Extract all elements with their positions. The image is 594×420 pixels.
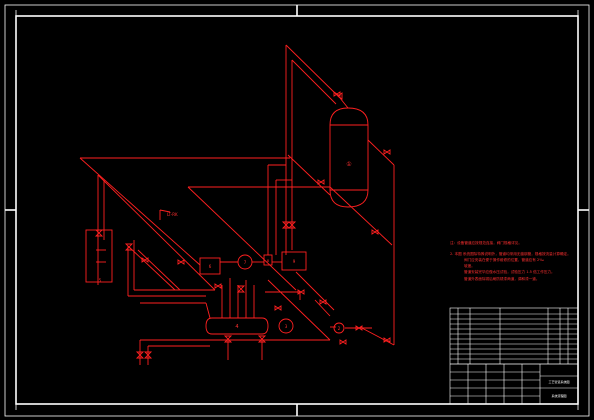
valve — [257, 335, 267, 343]
valve — [94, 229, 104, 237]
equipment-5: 5 — [85, 229, 113, 283]
valve — [333, 91, 341, 97]
valve — [297, 289, 305, 295]
valve — [383, 149, 391, 155]
equipment-9-label: 9 — [293, 259, 296, 264]
valve — [287, 221, 297, 229]
pump-7-label: 7 — [244, 260, 247, 265]
valve — [214, 283, 222, 289]
drawing-frame — [4, 4, 590, 417]
equipment-9: 9 — [281, 251, 307, 271]
pump-2-label: 2 — [338, 326, 341, 331]
tank-1-label: ① — [346, 161, 351, 168]
title-block: 工艺管道系统图 系统流程图 — [449, 307, 579, 405]
storage-tank-1: ① — [329, 107, 369, 208]
valve — [319, 299, 327, 305]
valve-tag: LT-RK — [167, 212, 178, 217]
pump-2: 2 — [333, 322, 345, 334]
valve — [383, 337, 391, 343]
valve — [371, 229, 379, 235]
valve — [124, 243, 134, 251]
equipment-6-label: 6 — [209, 264, 212, 269]
equipment-5-label: 5 — [99, 278, 102, 283]
valves — [94, 91, 391, 359]
valve — [177, 259, 185, 265]
pump-7: 7 — [237, 254, 253, 270]
equipment-6: 6 — [199, 257, 221, 275]
valve — [223, 335, 233, 343]
pump-3-label: 3 — [285, 324, 288, 329]
valve — [141, 257, 149, 263]
piping-network — [79, 44, 395, 365]
valve — [339, 339, 347, 345]
note-line-2: 2. 本图 系统图除特殊说明外，管道均采用无缝钢管，规格按流量计算确定。 — [450, 251, 571, 256]
valve — [135, 351, 145, 359]
valve — [355, 325, 363, 331]
note-line-4: 坡度。 — [464, 263, 475, 268]
drawing-name: 系统流程图 — [551, 393, 566, 398]
valve — [274, 305, 282, 311]
vessel-4-label: 4 — [235, 324, 238, 330]
note-line-1: 注：设备管道应按规范连接，阀门规格详见。 — [450, 240, 522, 245]
valve — [143, 351, 153, 359]
equipment-8-label: 8 — [267, 259, 269, 263]
vessel-4: 4 — [205, 317, 269, 335]
valve — [236, 285, 246, 293]
note-line-6: 管道外表面除锈后刷防锈漆两道，调和漆一道。 — [464, 276, 539, 281]
pump-3: 3 — [278, 318, 294, 334]
note-line-5: 管道安装完毕应做水压试验，试验压力 1.5 倍工作压力。 — [464, 269, 555, 274]
equipment-8: 8 — [263, 254, 273, 266]
note-line-3: 阀门应安装在便于操作维修的位置，管道应有 2‰ — [464, 257, 544, 262]
project-title: 工艺管道系统图 — [548, 379, 569, 384]
notes-block: 注：设备管道应按规范连接，阀门规格详见。 2. 本图 系统图除特殊说明外，管道均… — [450, 240, 571, 281]
valve — [281, 221, 291, 229]
valve — [317, 179, 325, 185]
